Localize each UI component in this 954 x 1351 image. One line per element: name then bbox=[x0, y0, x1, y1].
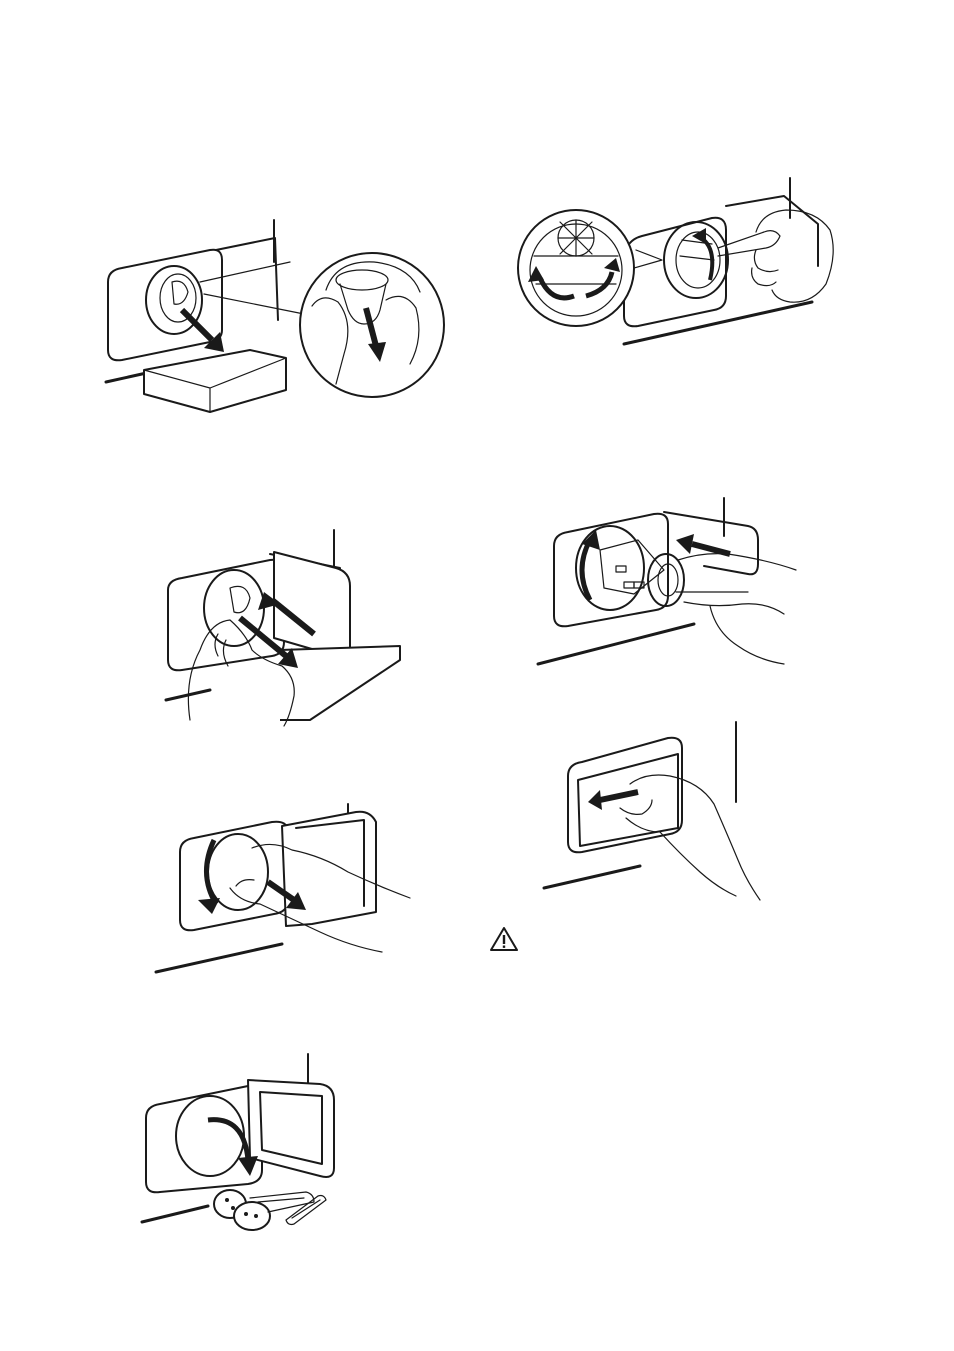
figure-remove-filter bbox=[100, 210, 450, 430]
flap-close-icon bbox=[540, 720, 776, 902]
figure-refit-filter bbox=[534, 496, 804, 670]
figure-drain-water bbox=[160, 530, 420, 730]
filter-insert-icon bbox=[534, 496, 804, 670]
filter-unscrew-icon bbox=[152, 800, 414, 976]
figure-unscrew-filter bbox=[152, 800, 414, 976]
impeller-rotate-icon bbox=[512, 176, 842, 356]
figure-close-flap bbox=[540, 720, 776, 902]
foreign-objects-icon bbox=[138, 1052, 338, 1238]
figure-remove-foreign-objects bbox=[138, 1052, 338, 1238]
pump-filter-drain-icon bbox=[100, 210, 450, 430]
water-drain-icon bbox=[160, 530, 420, 730]
warning-triangle-icon bbox=[489, 926, 519, 952]
figure-clean-impeller bbox=[512, 176, 842, 356]
